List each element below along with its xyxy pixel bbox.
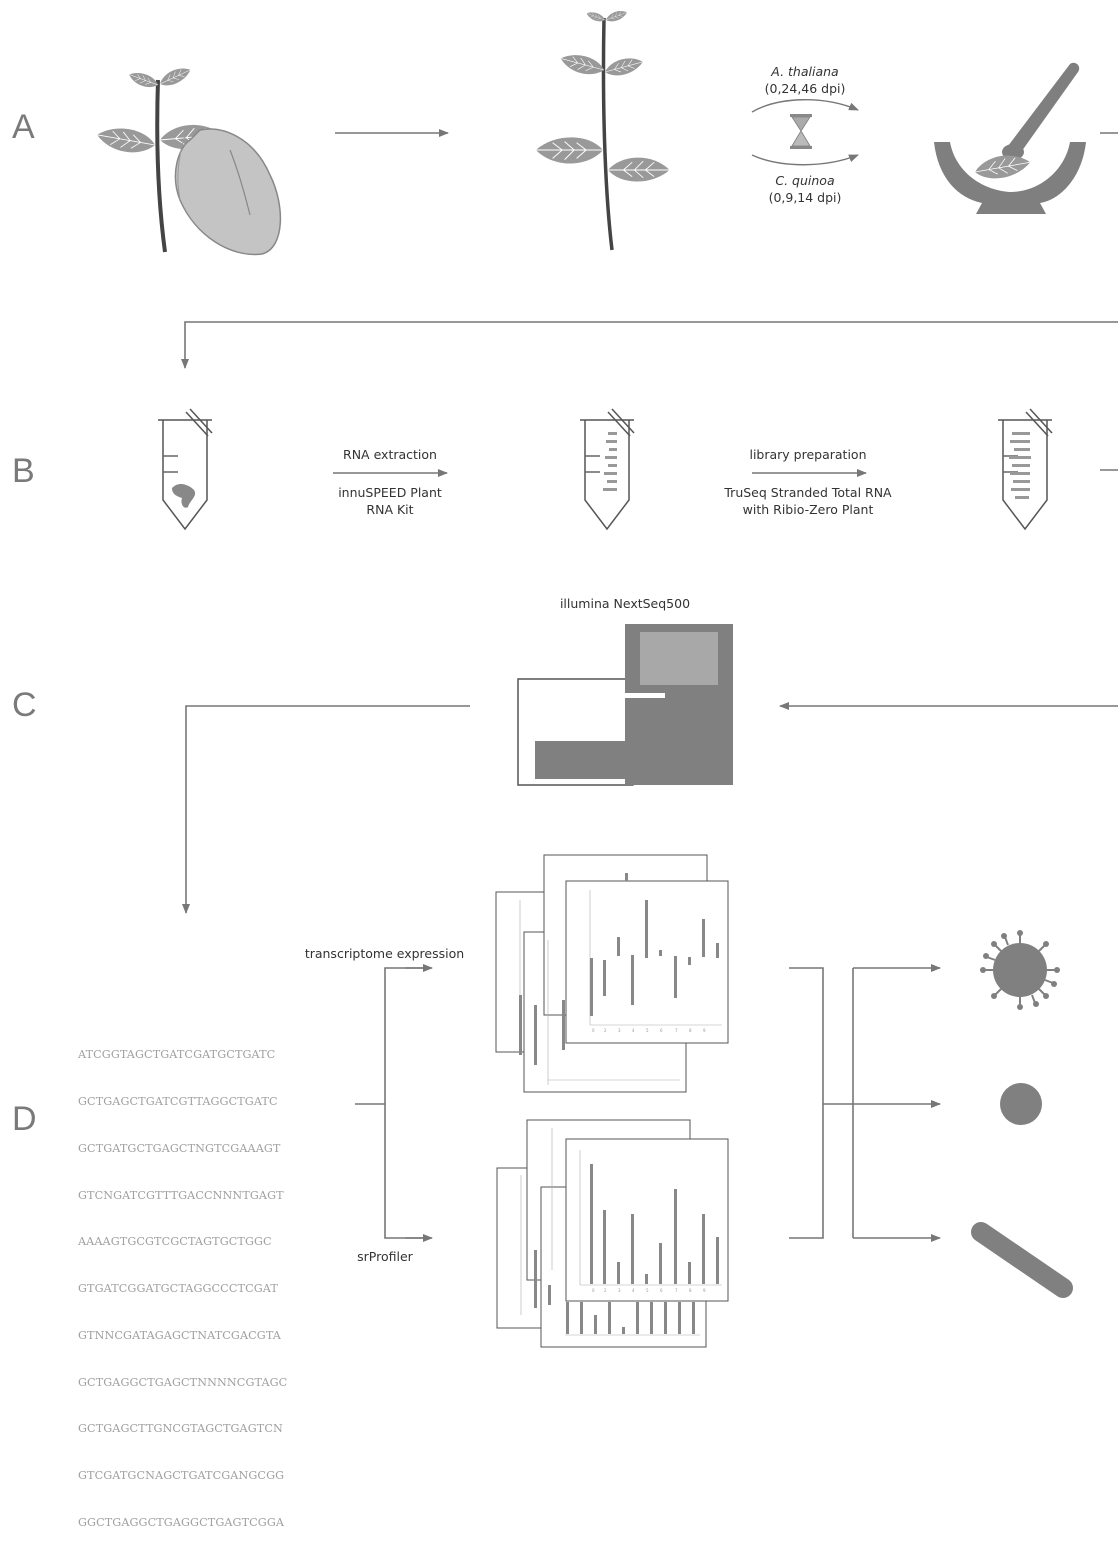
- label-extraction-kit: innuSPEED Plant RNA Kit: [300, 484, 480, 518]
- label-sequencer: illumina NextSeq500: [559, 596, 691, 611]
- expression-chart-stack: 0 2 3 4 5 6 7 8 9: [495, 854, 729, 1093]
- svg-text:0: 0: [592, 1288, 595, 1293]
- sequence-line: GTCNGATCGTTTGACCNNNTGAGT: [78, 1188, 284, 1202]
- sequence-line: AAAAGTGCGTCGCTAGTGCTGGC: [78, 1235, 272, 1249]
- svg-text:3: 3: [618, 1028, 621, 1033]
- svg-text:6: 6: [660, 1028, 663, 1033]
- svg-text:4: 4: [632, 1288, 635, 1293]
- svg-text:8: 8: [689, 1028, 692, 1033]
- svg-text:7: 7: [675, 1288, 678, 1293]
- circle-icon: [1000, 1083, 1042, 1125]
- sequencer-icon: [517, 624, 733, 786]
- tube-sample-icon: [158, 408, 213, 531]
- tube-library-icon: [998, 408, 1053, 531]
- virus-icon: [980, 930, 1060, 1010]
- label-c-quinoa: C. quinoa (0,9,14 dpi): [735, 172, 875, 206]
- svg-text:2: 2: [604, 1028, 607, 1033]
- svg-text:2: 2: [604, 1288, 607, 1293]
- panel-label-c: C: [12, 686, 37, 724]
- rod-icon: [971, 1222, 1073, 1298]
- label-a-thaliana: A. thaliana (0,24,46 dpi): [735, 63, 875, 97]
- srprofiler-chart-stack: 0 2 3 4 5 6 7 8 9: [496, 1119, 729, 1348]
- tube-rna-icon: [580, 408, 635, 531]
- plant-with-tomato-icon: [94, 63, 282, 256]
- tomato-icon: [174, 128, 282, 256]
- workflow-diagram: 0 2 3 4 5 6 7 8 9: [94, 7, 1118, 1348]
- sequence-line: GCTGATGCTGAGCTNGTCGAAAGT: [78, 1141, 281, 1155]
- label-library-preparation: library preparation: [749, 447, 867, 462]
- plant-icon: [535, 7, 671, 251]
- label-transcriptome-expression: transcriptome expression: [304, 946, 465, 961]
- library-kit-line1: TruSeq Stranded Total RNA: [724, 485, 892, 500]
- sequence-line: GCTGAGGCTGAGCTNNNNCGTAGC: [78, 1375, 288, 1389]
- panel-label-a: A: [12, 108, 35, 146]
- sequence-line: GTNNCGATAGAGCTNATCGACGTA: [78, 1328, 281, 1342]
- panel-label-b: B: [12, 452, 35, 490]
- svg-text:0: 0: [592, 1028, 595, 1033]
- sequence-line: GCTGAGCTGATCGTTAGGCTGATC: [78, 1094, 278, 1108]
- label-library-kit: TruSeq Stranded Total RNA with Ribio-Zer…: [698, 484, 918, 518]
- svg-text:7: 7: [675, 1028, 678, 1033]
- sequence-line: GTGATCGGATGCTAGGCCCTCGAT: [78, 1282, 278, 1296]
- dpi-a-thaliana: (0,24,46 dpi): [764, 81, 846, 96]
- extraction-kit-line2: RNA Kit: [366, 502, 414, 517]
- arrow-c-quinoa: [751, 154, 859, 166]
- label-rna-extraction: RNA extraction: [343, 447, 437, 462]
- connector-a-b: [181, 321, 1118, 369]
- svg-text:5: 5: [646, 1288, 649, 1293]
- sequence-reads: ATCGGTAGCTGATCGATGCTGATC GCTGAGCTGATCGTT…: [78, 1016, 287, 1546]
- extraction-kit-line1: innuSPEED Plant: [338, 485, 442, 500]
- sequence-line: ATCGGTAGCTGATCGATGCTGATC: [78, 1048, 276, 1062]
- hourglass-icon: [790, 114, 812, 149]
- svg-text:8: 8: [689, 1288, 692, 1293]
- panel-label-d: D: [12, 1100, 37, 1138]
- svg-text:9: 9: [703, 1028, 706, 1033]
- branch-lines: [355, 967, 430, 1239]
- label-srprofiler: srProfiler: [357, 1249, 413, 1264]
- species-c-quinoa: C. quinoa: [775, 173, 835, 188]
- svg-text:6: 6: [660, 1288, 663, 1293]
- connector-c-d: [182, 705, 470, 914]
- svg-text:4: 4: [632, 1028, 635, 1033]
- output-bracket: [789, 967, 854, 1239]
- library-kit-line2: with Ribio-Zero Plant: [742, 502, 874, 517]
- species-a-thaliana: A. thaliana: [771, 64, 839, 79]
- svg-text:9: 9: [703, 1288, 706, 1293]
- sequence-line: GGCTGAGGCTGAGGCTGAGTCGGA: [78, 1516, 285, 1529]
- svg-text:3: 3: [618, 1288, 621, 1293]
- dpi-c-quinoa: (0,9,14 dpi): [768, 190, 842, 205]
- sequence-line: GCTGAGCTTGNCGTAGCTGAGTCN: [78, 1422, 283, 1436]
- svg-text:5: 5: [646, 1028, 649, 1033]
- mortar-pestle-icon: [934, 62, 1086, 214]
- sequence-line: GTCGATGCNAGCTGATCGANGCGG: [78, 1469, 285, 1483]
- arrow-a-thaliana: [751, 99, 859, 113]
